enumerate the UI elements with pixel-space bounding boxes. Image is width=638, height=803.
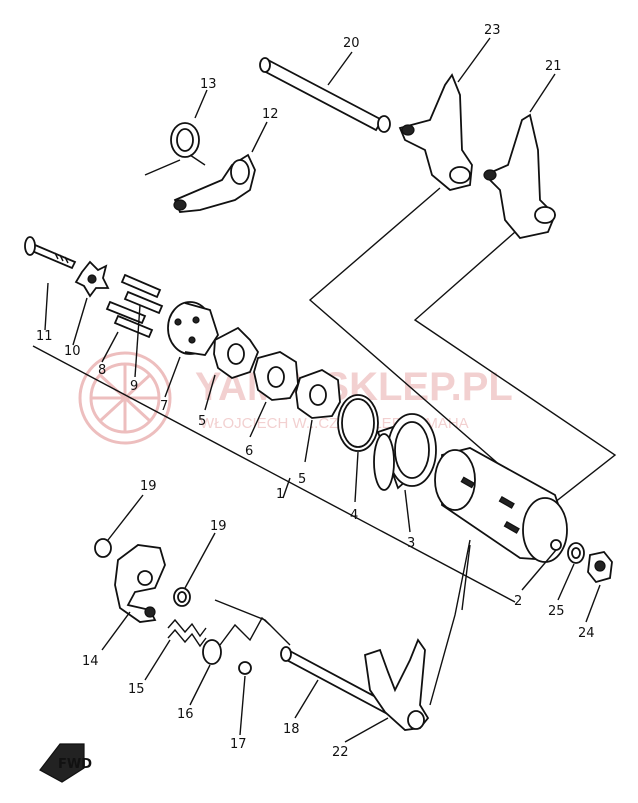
part-9-pins — [120, 273, 164, 315]
part-11-screw — [24, 236, 77, 270]
part-label-19a: 19 — [140, 479, 157, 494]
part-label-10: 10 — [64, 344, 81, 359]
part-label-13: 13 — [200, 77, 217, 92]
part-19-circlip-right — [173, 587, 191, 607]
fwd-arrow-icon: FWD — [39, 743, 92, 783]
part-21-shift-fork — [483, 113, 557, 239]
part-2-shift-drum — [434, 447, 568, 563]
part-20-shaft — [259, 57, 391, 133]
part-label-22: 22 — [332, 745, 349, 760]
part-5-plate-lower — [295, 369, 341, 419]
part-22-shift-fork — [364, 638, 430, 731]
part-label-4: 4 — [350, 508, 358, 523]
part-label-7: 7 — [160, 399, 168, 414]
part-label-2: 2 — [514, 594, 522, 609]
part-label-3: 3 — [407, 536, 415, 551]
part-24-plug — [587, 551, 613, 584]
part-label-20: 20 — [343, 36, 360, 51]
part-6-plate — [253, 351, 299, 401]
part-19-circlip-left — [94, 538, 112, 558]
part-label-19b: 19 — [210, 519, 227, 534]
part-label-23: 23 — [484, 23, 501, 38]
part-label-17: 17 — [230, 737, 247, 752]
part-23-shift-fork — [398, 73, 473, 191]
part-14-stopper-lever — [114, 544, 166, 623]
part-label-18: 18 — [283, 722, 300, 737]
part-16-spring — [202, 616, 271, 665]
part-label-21: 21 — [545, 59, 562, 74]
reference-line — [32, 345, 516, 603]
fwd-label: FWD — [58, 757, 92, 772]
part-label-1: 1 — [276, 487, 284, 502]
part-label-5b: 5 — [298, 472, 306, 487]
part-label-8: 8 — [98, 363, 106, 378]
part-17-clip — [238, 661, 252, 675]
part-label-14: 14 — [82, 654, 99, 669]
part-8-pins — [105, 300, 154, 339]
part-label-25: 25 — [548, 604, 565, 619]
part-7-drum-segment — [167, 301, 219, 356]
part-25-washer — [567, 542, 585, 564]
part-label-5a: 5 — [198, 414, 206, 429]
watermark-logo-icon — [78, 351, 172, 445]
leader-lines — [44, 37, 601, 743]
part-label-12: 12 — [262, 107, 279, 122]
part-10-star — [74, 260, 110, 298]
part-12-shift-arm — [173, 153, 256, 213]
part-3-bearing — [373, 413, 437, 491]
part-label-24: 24 — [578, 626, 595, 641]
part-label-6: 6 — [245, 444, 253, 459]
part-13-spring — [144, 122, 206, 176]
part-label-15: 15 — [128, 682, 145, 697]
part-label-16: 16 — [177, 707, 194, 722]
assembly-lines — [214, 187, 617, 706]
part-4-circlip — [337, 394, 379, 452]
part-5-plate-upper — [213, 326, 260, 379]
part-label-11: 11 — [36, 329, 53, 344]
part-label-9: 9 — [130, 379, 138, 394]
part-15-spring — [167, 618, 207, 648]
